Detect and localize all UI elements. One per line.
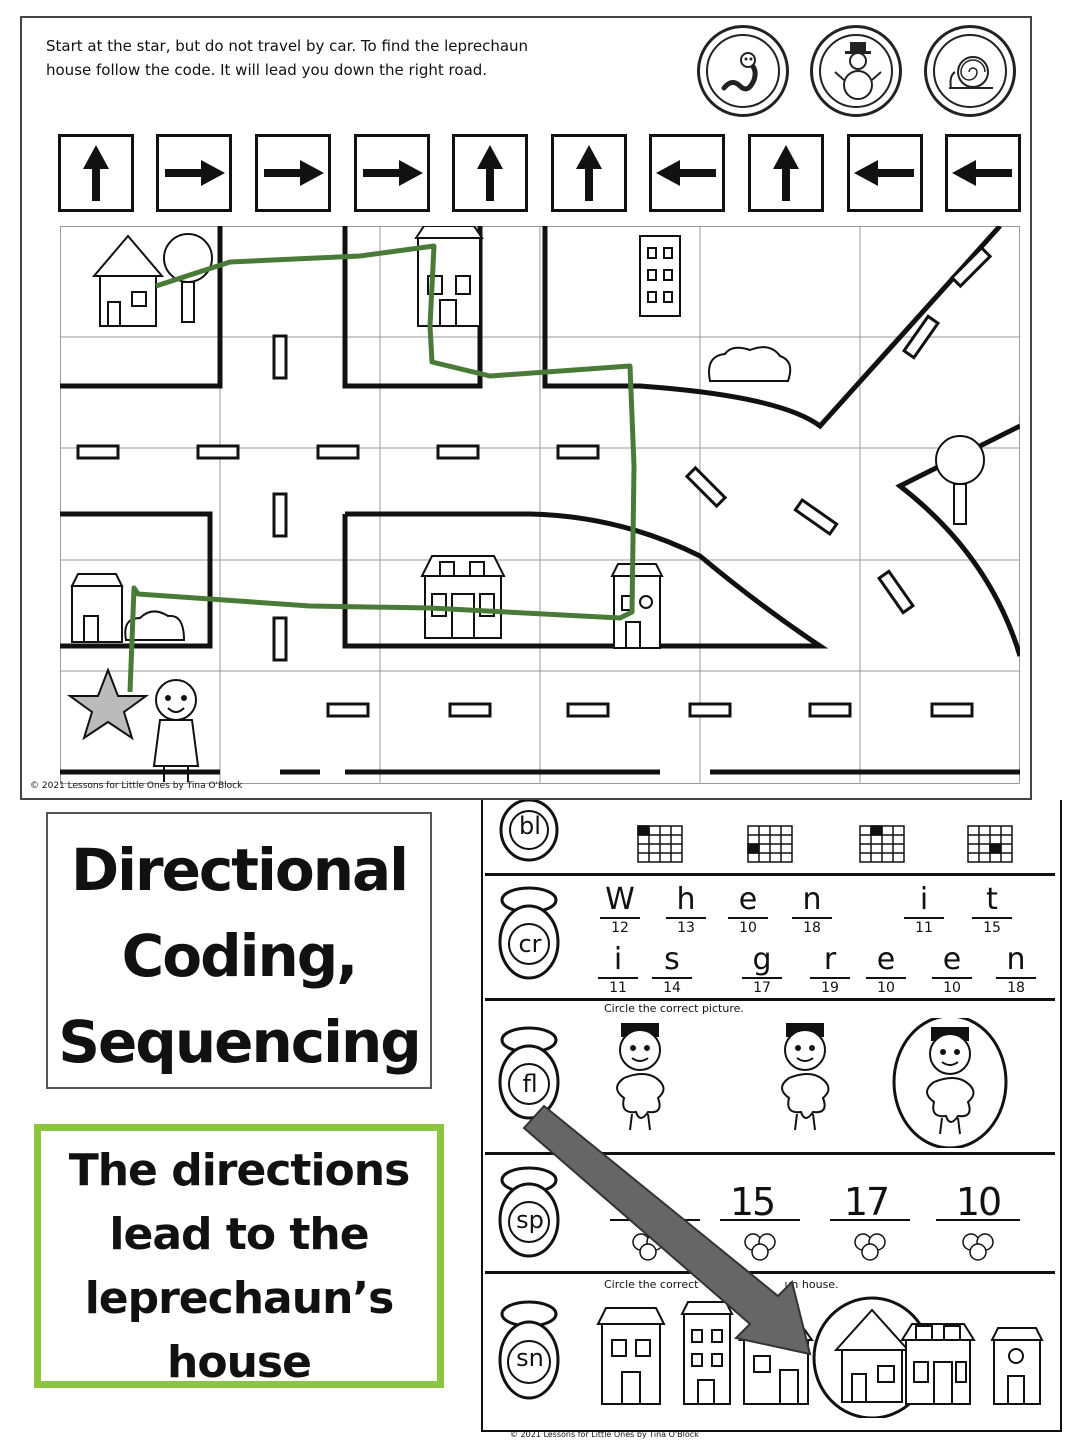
secret-message: W 12 h 13 e 10 n 18 i 11 t 15 i 11 s 14 … <box>594 882 1036 996</box>
row5-instruction-start: Circle the correct <box>604 1278 699 1291</box>
message-letter: i <box>598 942 638 979</box>
pot-of-gold-icon <box>499 800 559 862</box>
leprechaun-boy-pictures <box>616 1018 1008 1148</box>
message-letter: n <box>996 942 1036 979</box>
message-letter: e <box>866 942 906 979</box>
leprechaun-girl-icon <box>152 679 200 782</box>
code-right-arrow-icon <box>156 134 232 212</box>
worm-coin-icon <box>697 25 789 117</box>
snowman-coin-icon <box>810 25 902 117</box>
message-letter: W <box>600 882 640 919</box>
title-box: Directional Coding, Sequencing <box>46 812 432 1089</box>
callout-box: The directions lead to the leprechaun’s … <box>34 1124 444 1388</box>
top-copyright: © 2021 Lessons for Little Ones by Tina O… <box>30 781 243 791</box>
row-divider <box>485 998 1055 1001</box>
callout-line1: The directions <box>68 1145 411 1196</box>
message-number: 18 <box>803 920 821 936</box>
code-left-arrow-icon <box>945 134 1021 212</box>
title-line3: Sequencing <box>58 1008 422 1076</box>
code-right-arrow-icon <box>255 134 331 212</box>
coordinate-grids <box>637 825 1013 863</box>
code-up-arrow-icon <box>748 134 824 212</box>
solution-path <box>127 243 637 693</box>
callout-line2: lead to the <box>109 1209 369 1260</box>
message-number: 10 <box>943 980 961 996</box>
message-number: 15 <box>983 920 1001 936</box>
message-number: 19 <box>821 980 839 996</box>
message-number: 10 <box>877 980 895 996</box>
message-letter: g <box>742 942 782 979</box>
message-letter: i <box>904 882 944 919</box>
map-grid <box>60 226 1020 784</box>
right-copyright: © 2021 Lessons for Little Ones by Tina O… <box>510 1430 699 1439</box>
blend-label: fl <box>522 1070 538 1098</box>
pot-of-gold-icon <box>498 1026 560 1120</box>
message-letter: e <box>932 942 972 979</box>
message-letter: h <box>666 882 706 919</box>
row5-instruction: Circle the correct un house. <box>604 1278 839 1291</box>
pot-of-gold-icon <box>498 1300 560 1400</box>
code-left-arrow-icon <box>847 134 923 212</box>
row3-instruction: Circle the correct picture. <box>604 1002 744 1015</box>
pointer-arrow-icon <box>522 1104 812 1356</box>
message-letter: r <box>810 942 850 979</box>
shamrock-number: 17 <box>843 1180 890 1224</box>
instructions: Start at the star, but do not travel by … <box>46 34 646 82</box>
message-number: 17 <box>753 980 771 996</box>
blend-label: bl <box>519 812 541 840</box>
row-divider <box>485 873 1055 876</box>
code-sequence <box>58 134 1028 214</box>
title-line2: Coding, <box>121 922 359 990</box>
row-divider <box>485 1271 1055 1274</box>
message-letter: e <box>728 882 768 919</box>
row5-instruction-end: un house. <box>784 1278 839 1291</box>
message-letter: t <box>972 882 1012 919</box>
code-up-arrow-icon <box>551 134 627 212</box>
message-number: 10 <box>739 920 757 936</box>
pot-of-gold-icon <box>498 1166 560 1258</box>
pot-of-gold-icon <box>498 886 560 980</box>
leprechaun-houses <box>596 1296 1044 1418</box>
message-number: 14 <box>663 980 681 996</box>
callout-line4: house <box>167 1337 312 1388</box>
start-star-icon <box>66 667 150 741</box>
blend-label: sn <box>516 1344 544 1372</box>
row-divider <box>485 1152 1055 1155</box>
code-left-arrow-icon <box>649 134 725 212</box>
title-line1: Directional <box>70 836 409 904</box>
message-number: 13 <box>677 920 695 936</box>
message-number: 18 <box>1007 980 1025 996</box>
blend-label: cr <box>518 930 542 958</box>
blend-label: sp <box>516 1206 544 1234</box>
shamrock-number: 15 <box>729 1180 776 1224</box>
message-number: 12 <box>611 920 629 936</box>
message-number: 11 <box>915 920 933 936</box>
code-up-arrow-icon <box>58 134 134 212</box>
shamrock-number: 10 <box>955 1180 1002 1224</box>
answer-circle <box>892 1018 1008 1148</box>
snail-coin-icon <box>924 25 1016 117</box>
code-up-arrow-icon <box>452 134 528 212</box>
instructions-line2: house follow the code. It will lead you … <box>46 61 488 79</box>
instructions-line1: Start at the star, but do not travel by … <box>46 37 529 55</box>
callout-line3: leprechaun’s <box>84 1273 395 1324</box>
message-letter: n <box>792 882 832 919</box>
code-right-arrow-icon <box>354 134 430 212</box>
message-letter: s <box>652 942 692 979</box>
message-number: 11 <box>609 980 627 996</box>
